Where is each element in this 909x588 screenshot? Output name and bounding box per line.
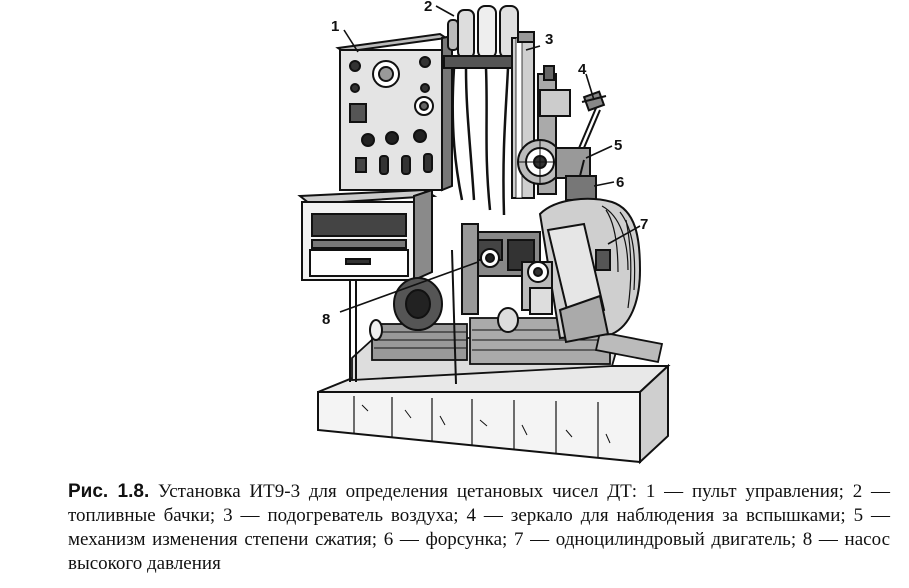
base-plinth — [317, 363, 671, 465]
callout-6: 6 — [616, 174, 624, 191]
callout-8: 8 — [322, 311, 330, 328]
side-cabinet — [297, 188, 457, 385]
figure-caption: Рис. 1.8. Установка ИТ9-3 для определени… — [68, 480, 890, 576]
leader-lines — [339, 5, 641, 313]
compression-ratio-mechanism — [517, 139, 591, 185]
figure-illustration: 1 2 3 4 5 6 7 8 — [297, 0, 671, 465]
control-panel — [335, 32, 453, 192]
caption-label: Рис. 1.8. — [68, 481, 150, 502]
machine-bed — [351, 317, 664, 381]
callout-7: 7 — [640, 216, 648, 233]
injector — [565, 159, 597, 201]
high-pressure-pump — [461, 223, 553, 315]
callout-labels: 1 2 3 4 5 6 7 8 — [322, 0, 648, 328]
single-cylinder-engine — [538, 197, 642, 344]
flywheel — [369, 277, 519, 341]
callout-3: 3 — [545, 31, 553, 48]
callout-2: 2 — [424, 0, 432, 15]
caption-text: Установка ИТ9-3 для определения цетановы… — [68, 481, 891, 574]
callout-4: 4 — [578, 61, 587, 78]
fuel-tanks — [443, 5, 523, 216]
callout-5: 5 — [614, 137, 622, 154]
callout-1: 1 — [331, 18, 339, 35]
